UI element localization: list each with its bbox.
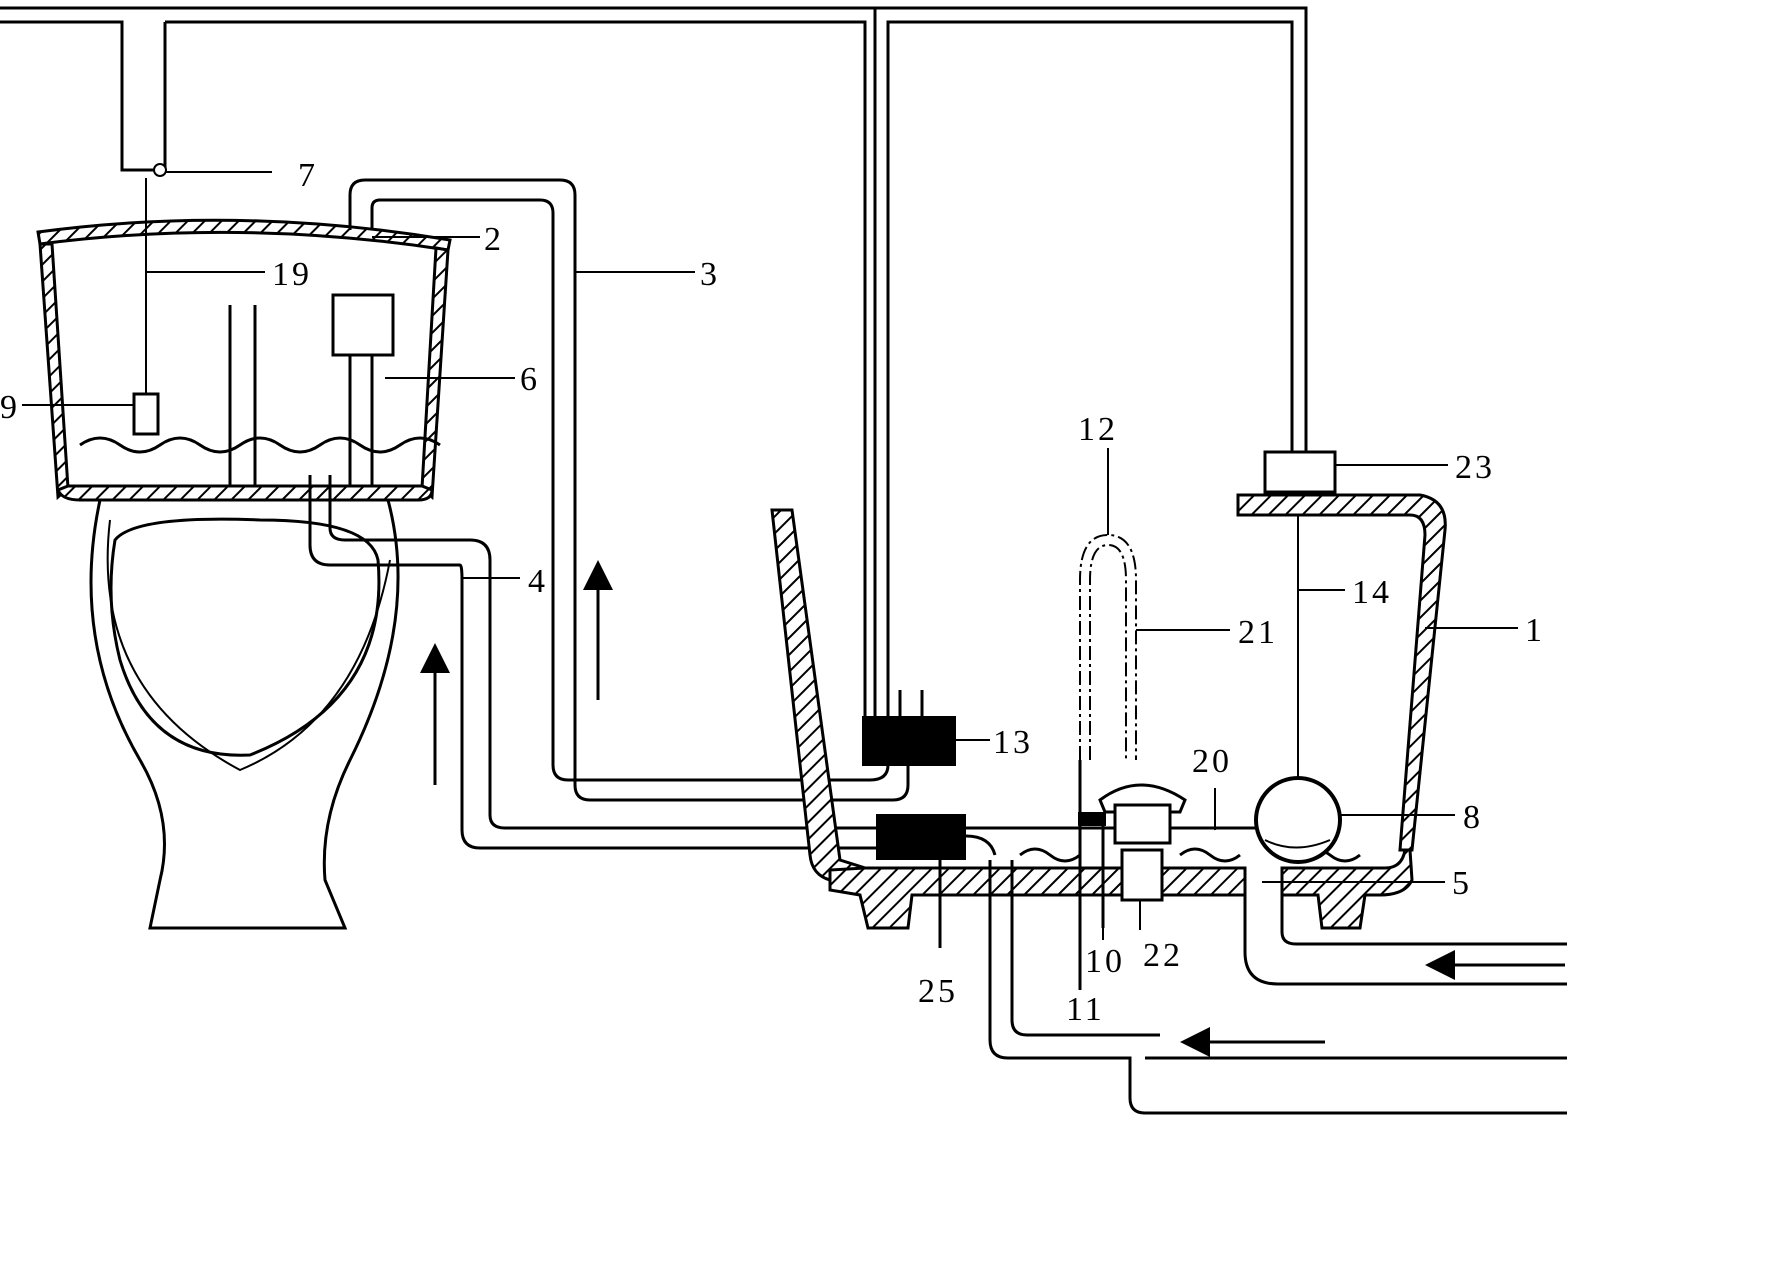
label-9: 9	[0, 389, 20, 426]
label-7: 7	[298, 157, 318, 194]
float-sensor-9	[132, 392, 160, 436]
upper-toilet	[36, 163, 452, 930]
label-19: 19	[272, 256, 312, 293]
label-1: 1	[1525, 612, 1545, 649]
toilet-water-recycling-diagram: 7 2 19 3 6 9 12 23 4 14 1 21 13 20 8 5 1…	[0, 6, 1567, 1115]
top-wiring	[0, 6, 1308, 718]
basin-left-wall	[770, 508, 867, 884]
label-3: 3	[700, 256, 720, 293]
float-ball-8	[1254, 776, 1342, 864]
flow-arrows	[420, 560, 1565, 1057]
fill-valve-6	[331, 293, 395, 357]
label-5: 5	[1452, 865, 1472, 902]
label-21: 21	[1238, 614, 1278, 651]
controller-23	[1263, 450, 1337, 494]
basin-floor	[828, 866, 1247, 930]
leader-lines	[22, 171, 1518, 940]
callout-labels: 7 2 19 3 6 9 12 23 4 14 1 21 13 20 8 5 1…	[0, 157, 1545, 1028]
pipe-3	[348, 178, 910, 802]
valve-22	[1120, 848, 1164, 902]
tank-wall-left	[38, 242, 70, 501]
tank-water	[79, 436, 441, 454]
pipe-4	[308, 475, 880, 850]
pump-13	[862, 716, 956, 766]
pumps	[862, 690, 966, 948]
tank-bottom	[56, 484, 434, 502]
label-11: 11	[1066, 991, 1105, 1028]
label-25: 25	[918, 973, 958, 1010]
toilet-bowl-inner	[109, 517, 381, 757]
valve-assembly	[1078, 533, 1187, 990]
tank-1	[1236, 450, 1447, 864]
drain-pipes	[988, 860, 1567, 1115]
label-4: 4	[528, 563, 548, 600]
toilet-bowl-outer	[89, 499, 400, 930]
tank-wall-right	[420, 246, 450, 501]
tank-lid	[36, 218, 452, 252]
label-23: 23	[1455, 449, 1495, 486]
label-8: 8	[1463, 799, 1483, 836]
label-22: 22	[1143, 937, 1183, 974]
label-2: 2	[484, 221, 504, 258]
label-12: 12	[1078, 411, 1118, 448]
pump-25	[876, 814, 966, 860]
label-13: 13	[993, 724, 1033, 761]
label-20: 20	[1192, 743, 1232, 780]
label-14: 14	[1352, 574, 1392, 611]
label-6: 6	[520, 361, 540, 398]
label-10: 10	[1085, 943, 1125, 980]
